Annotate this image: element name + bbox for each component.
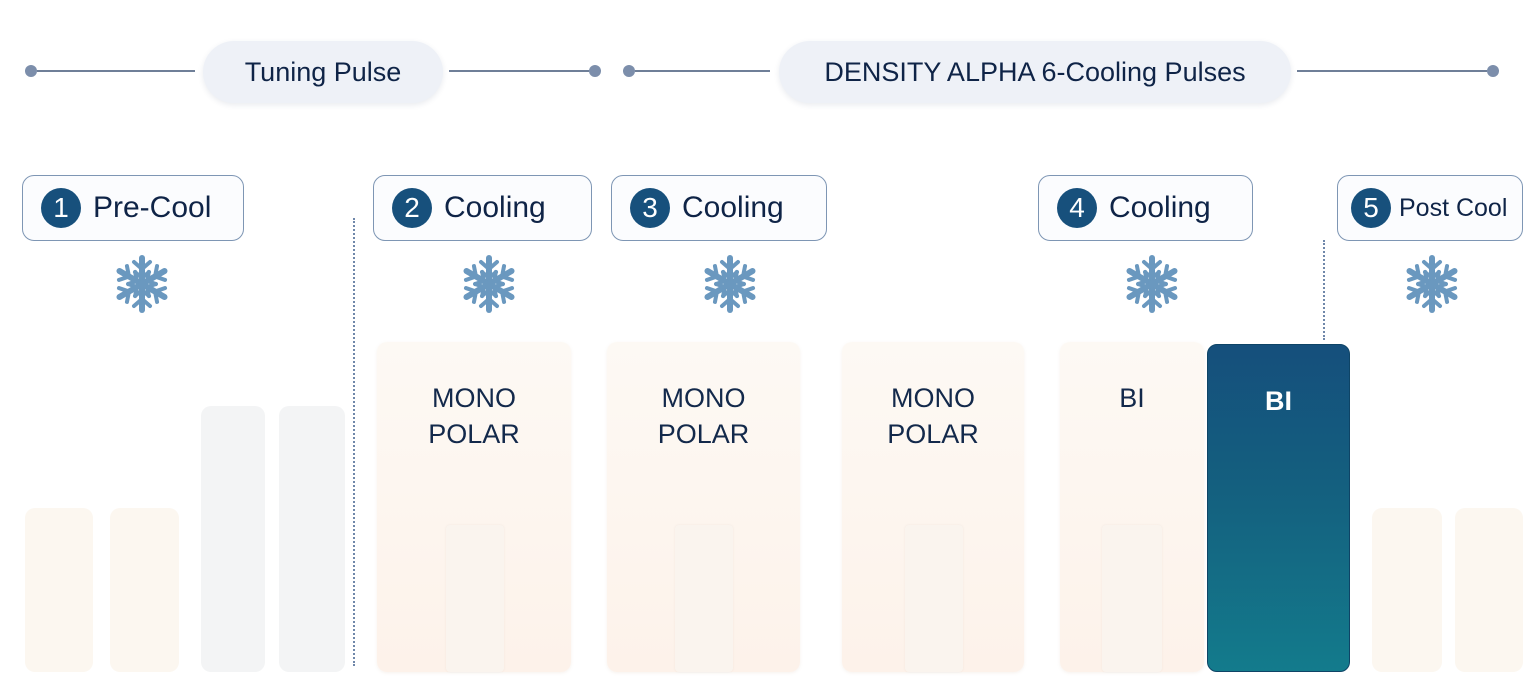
pulse-inner-bar xyxy=(905,525,963,672)
step-label: Post Cool xyxy=(1399,193,1508,222)
tuning-pulse-label: Tuning Pulse xyxy=(244,56,402,87)
rail-left-end-dot xyxy=(589,65,601,77)
tuning-pulse-bar xyxy=(279,406,345,672)
rail-right-line xyxy=(635,70,770,72)
step-2-cooling: 2 Cooling xyxy=(373,175,592,241)
pulse-label-line1: BI xyxy=(1265,386,1292,416)
step-1-precool: 1 Pre-Cool xyxy=(22,175,244,241)
pulse-label-line2: POLAR xyxy=(657,419,750,449)
phase-separator-right xyxy=(1323,240,1325,340)
snowflake-icon xyxy=(1119,255,1185,313)
rail-right-end-dot xyxy=(1487,65,1499,77)
pulse-label: MONO POLAR xyxy=(607,380,800,452)
rail-left-start-dot xyxy=(25,65,37,77)
pulse-label-line1: MONO xyxy=(891,383,975,413)
pulse-label-line1: BI xyxy=(1119,383,1145,413)
step-number-badge: 4 xyxy=(1057,188,1097,228)
rail-left-line-2 xyxy=(449,70,589,72)
step-label: Cooling xyxy=(444,191,546,224)
pulse-inner-bar xyxy=(446,525,504,672)
density-pulses-label: DENSITY ALPHA 6-Cooling Pulses xyxy=(824,56,1246,87)
pulse-label: MONO POLAR xyxy=(377,380,571,452)
precool-bar xyxy=(25,508,93,672)
pulse-bar-monopolar: MONO POLAR xyxy=(842,342,1024,672)
pulse-label-line1: MONO xyxy=(661,383,746,413)
pulse-label-line1: MONO xyxy=(432,383,516,413)
step-number-badge: 5 xyxy=(1351,188,1391,228)
rail-right-start-dot xyxy=(623,65,635,77)
step-label: Pre-Cool xyxy=(93,191,212,224)
pulse-bar-monopolar: MONO POLAR xyxy=(377,342,571,672)
step-label: Cooling xyxy=(1109,191,1211,224)
pulse-bar-bipolar: BI xyxy=(1060,342,1204,672)
step-number-badge: 2 xyxy=(392,188,432,228)
pulse-label: BI xyxy=(1208,383,1349,419)
snowflake-icon xyxy=(1399,255,1465,313)
step-label: Cooling xyxy=(682,191,784,224)
pulse-label-line2: POLAR xyxy=(428,419,520,449)
snowflake-icon xyxy=(109,255,175,313)
step-5-postcool: 5 Post Cool xyxy=(1337,175,1523,241)
density-pulses-pill: DENSITY ALPHA 6-Cooling Pulses xyxy=(779,41,1291,103)
step-number-badge: 1 xyxy=(41,188,81,228)
step-number-badge: 3 xyxy=(630,188,670,228)
tuning-pulse-pill: Tuning Pulse xyxy=(203,41,443,103)
pulse-bar-monopolar: MONO POLAR xyxy=(607,342,800,672)
snowflake-icon xyxy=(697,255,763,313)
pulse-inner-bar xyxy=(675,525,733,672)
pulse-label: MONO POLAR xyxy=(842,380,1024,452)
snowflake-icon xyxy=(456,255,522,313)
rail-right-line-2 xyxy=(1297,70,1487,72)
step-4-cooling: 4 Cooling xyxy=(1038,175,1253,241)
precool-bar xyxy=(110,508,179,672)
phase-separator-left xyxy=(353,218,355,666)
rail-left-line xyxy=(37,70,195,72)
pulse-bar-bipolar-active: BI xyxy=(1207,344,1350,672)
step-3-cooling: 3 Cooling xyxy=(611,175,827,241)
postcool-bar xyxy=(1372,508,1442,672)
postcool-bar xyxy=(1455,508,1523,672)
pulse-label: BI xyxy=(1060,380,1204,416)
pulse-inner-bar xyxy=(1102,525,1162,672)
tuning-pulse-bar xyxy=(201,406,265,672)
pulse-label-line2: POLAR xyxy=(887,419,979,449)
